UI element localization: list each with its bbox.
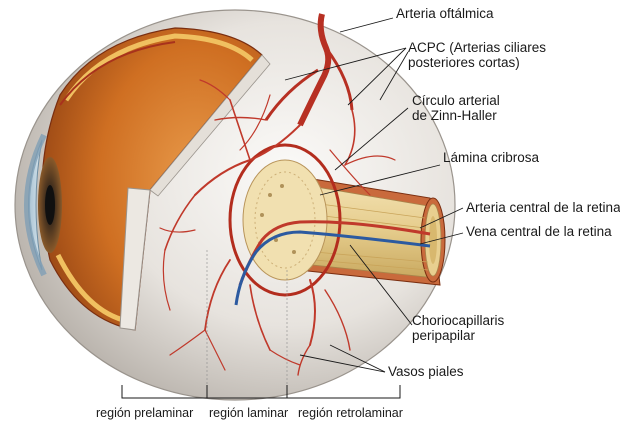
label-region-retrolaminar: región retrolaminar xyxy=(298,406,403,420)
label-region-prelaminar: región prelaminar xyxy=(96,406,193,420)
label-arteria-oftalmica: Arteria oftálmica xyxy=(396,6,494,21)
label-vasos-piales: Vasos piales xyxy=(388,364,464,379)
label-circulo-arterial: Círculo arterial de Zinn-Haller xyxy=(412,93,500,123)
label-arteria-central: Arteria central de la retina xyxy=(466,200,620,215)
label-acpc: ACPC (Arterias ciliares posteriores cort… xyxy=(408,40,546,70)
iris xyxy=(38,157,62,253)
lamina-cribrosa xyxy=(243,160,327,280)
label-region-laminar: región laminar xyxy=(209,406,288,420)
label-choriocapillaris: Choriocapillaris peripapilar xyxy=(412,313,504,343)
label-lamina-cribrosa: Lámina cribrosa xyxy=(443,150,539,165)
label-vena-central: Vena central de la retina xyxy=(466,224,612,239)
